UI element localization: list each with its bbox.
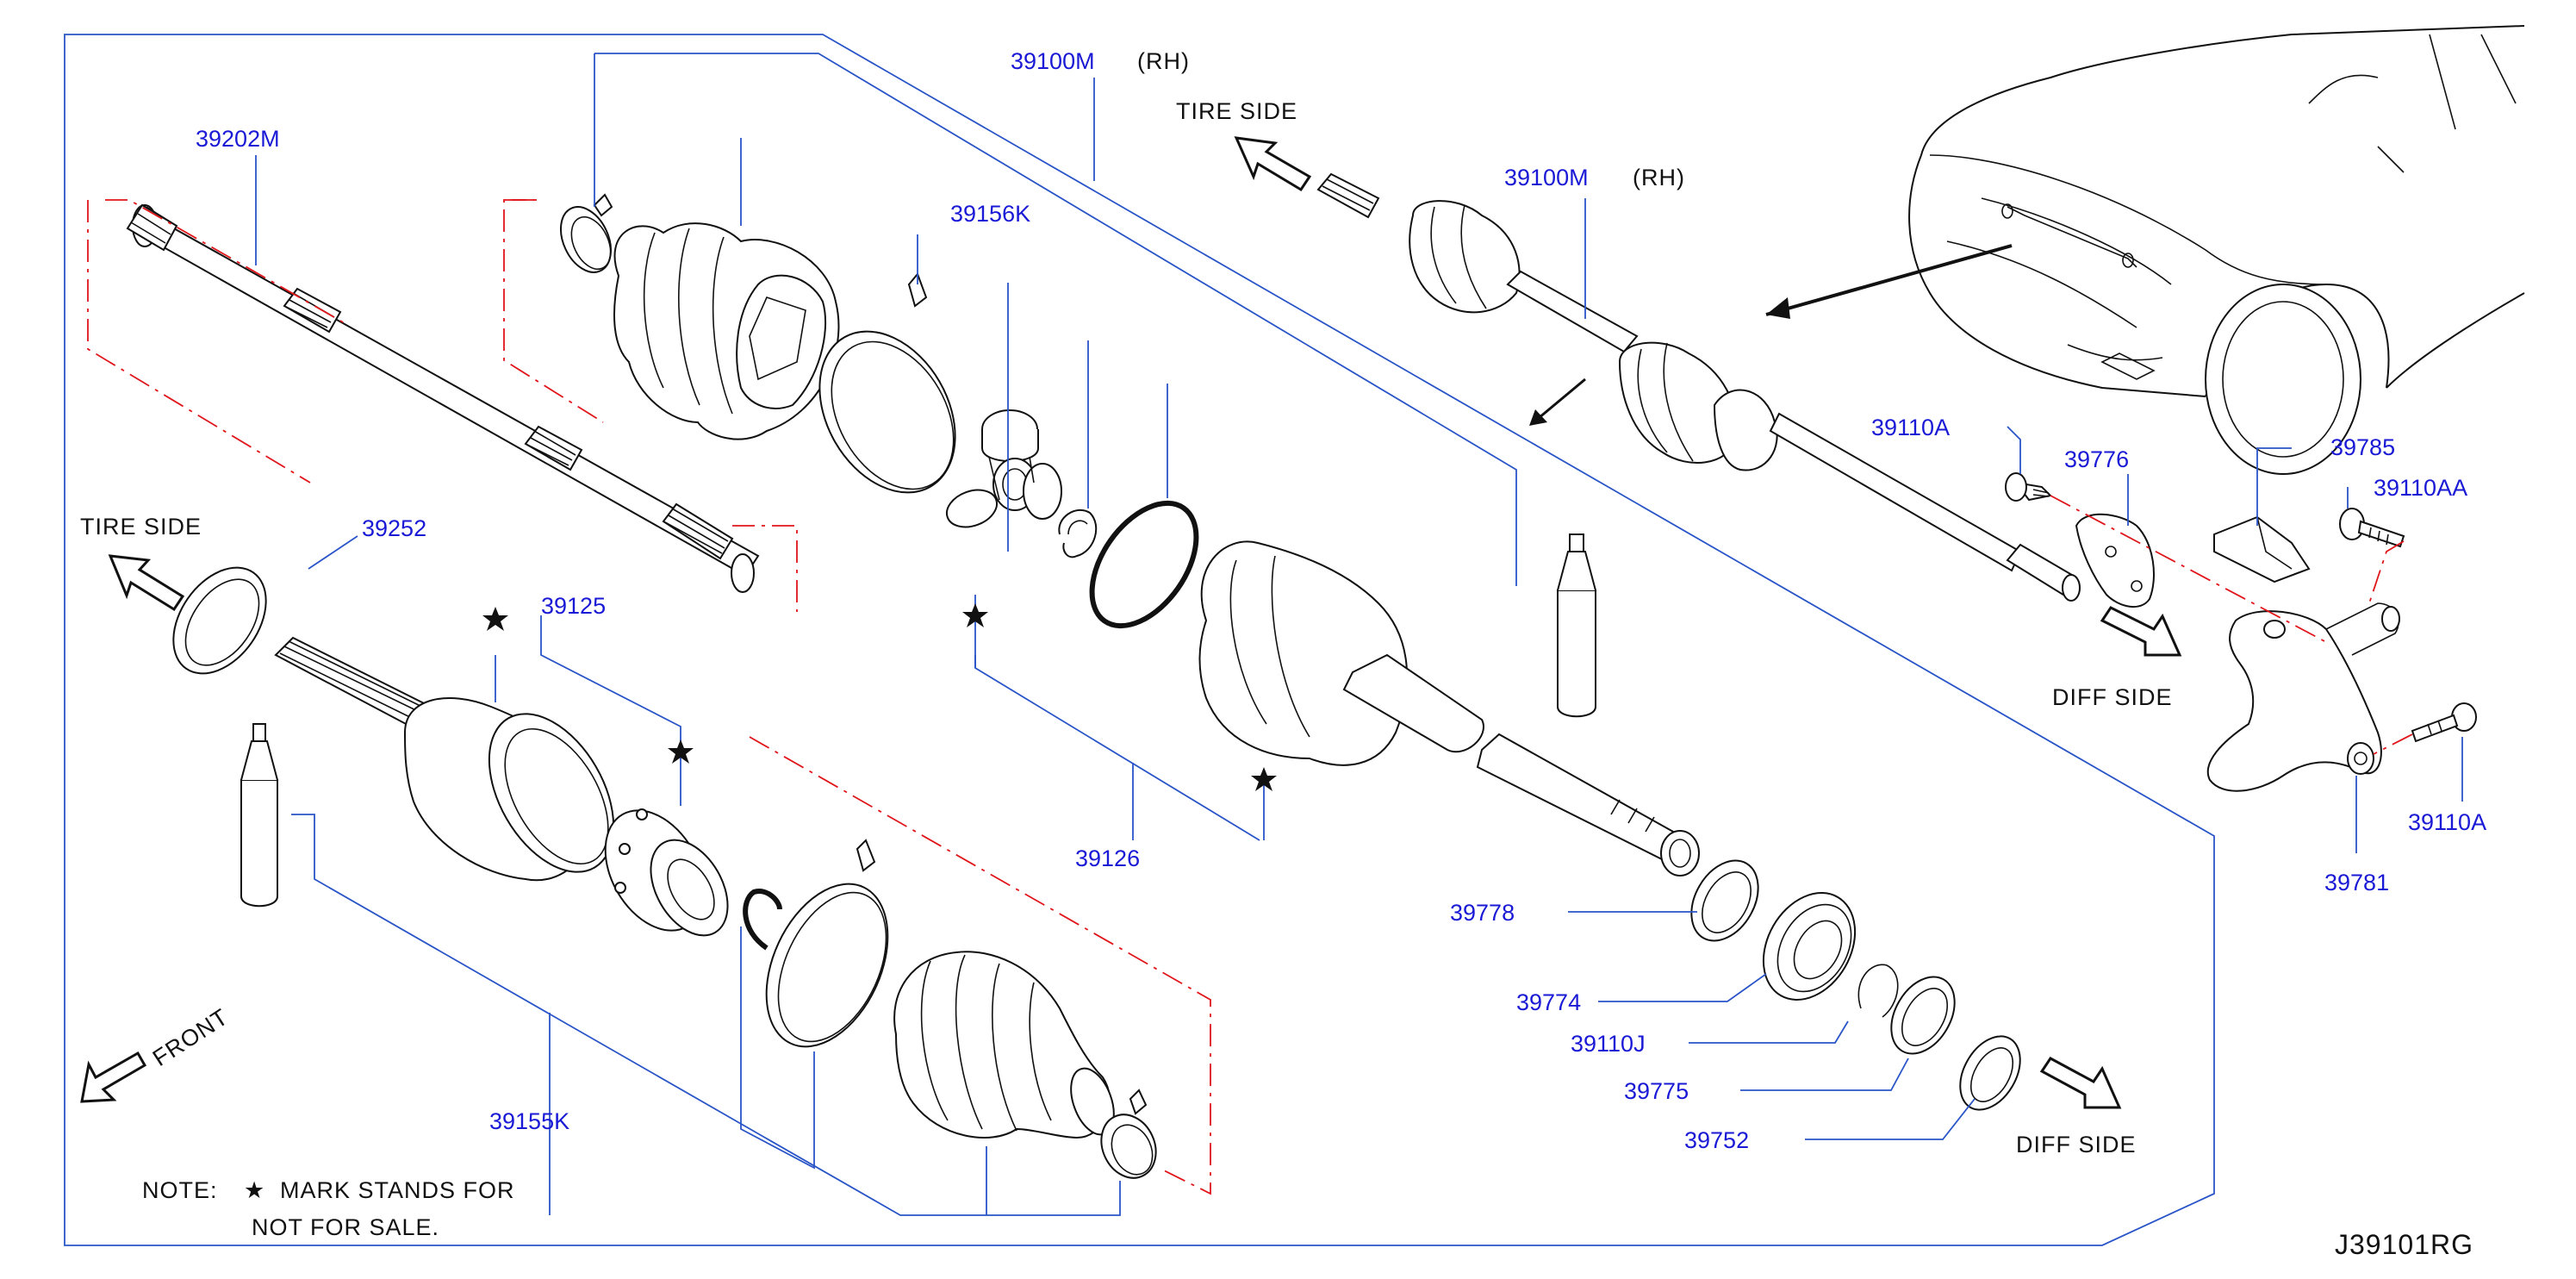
callout-39776[interactable]: 39776	[2064, 446, 2129, 472]
snap-ring-inner	[1058, 508, 1098, 558]
rh-marker-2: (RH)	[1633, 165, 1685, 190]
callout-39100M-top[interactable]: 39100M	[1011, 48, 1095, 74]
callout-39781[interactable]: 39781	[2324, 870, 2389, 895]
bracket-39776	[2075, 513, 2155, 608]
callout-39778[interactable]: 39778	[1450, 900, 1515, 926]
arrow-tire-side-top	[1234, 136, 1312, 192]
o-ring-large	[1089, 500, 1199, 629]
inner-race-39125	[604, 808, 729, 937]
tire-side-label-left: TIRE SIDE	[80, 514, 202, 540]
note-prefix: NOTE:	[142, 1177, 218, 1203]
inner-joint-housing	[1198, 540, 1700, 877]
inner-boot	[613, 222, 840, 440]
assembled-driveshaft-rh	[1316, 172, 2081, 602]
callout-39155K[interactable]: 39155K	[489, 1108, 569, 1134]
inner-boot-band-small	[559, 193, 613, 273]
outer-boot-band-small	[1100, 1089, 1157, 1179]
diff-side-label-bottom: DIFF SIDE	[2016, 1132, 2137, 1157]
snap-ring-39110J	[1857, 964, 1899, 1018]
phantom-line-bracket-3	[2373, 733, 2413, 755]
diagram-code: J39101RG	[2335, 1229, 2473, 1260]
callout-39775[interactable]: 39775	[1624, 1078, 1689, 1104]
callout-39110A-top[interactable]: 39110A	[1871, 415, 1950, 440]
arrow-diff-side-right	[2100, 606, 2182, 657]
knuckle-39781	[2206, 602, 2400, 792]
seal-39752	[1959, 1035, 2021, 1111]
note-line-1: MARK STANDS FOR	[280, 1177, 515, 1203]
star-mark-4	[1251, 767, 1277, 791]
seal-39775	[1890, 976, 1956, 1055]
note-star: ★	[244, 1177, 265, 1203]
callout-39774[interactable]: 39774	[1516, 989, 1581, 1015]
leader-lines	[255, 53, 2463, 1216]
outer-boot-band-large	[765, 839, 889, 1048]
outer-boot	[893, 951, 1115, 1139]
callout-39752[interactable]: 39752	[1684, 1127, 1749, 1153]
assembly-frame	[64, 34, 2215, 1246]
grease-tube-right	[1557, 533, 1596, 718]
callout-39156K[interactable]: 39156K	[950, 201, 1030, 227]
phantom-line-bracket-1	[2050, 495, 2327, 643]
vehicle-silhouette	[1908, 25, 2525, 475]
callout-39125[interactable]: 39125	[541, 593, 606, 619]
star-mark-1	[482, 607, 508, 631]
arrow-front	[80, 1051, 147, 1103]
grease-tube-left	[240, 723, 278, 908]
phantom-line-outer-boot	[749, 736, 1211, 1195]
not-for-sale-stars	[482, 603, 1277, 791]
seal-39778	[1690, 859, 1759, 942]
callout-39110J[interactable]: 39110J	[1571, 1031, 1646, 1057]
tire-side-label-top: TIRE SIDE	[1176, 98, 1297, 124]
callout-39785[interactable]: 39785	[2330, 434, 2395, 460]
note-line-2: NOT FOR SALE.	[252, 1214, 439, 1240]
star-mark-2	[668, 739, 694, 764]
phantom-line-shaft-end	[732, 525, 798, 612]
rh-marker-1: (RH)	[1137, 48, 1190, 74]
location-arrow	[1765, 244, 2013, 319]
arrow-tire-side-left	[108, 554, 185, 612]
phantom-line-shaft-left	[87, 200, 311, 484]
tripod-joint	[945, 409, 1062, 528]
callout-39110A-bottom[interactable]: 39110A	[2408, 809, 2486, 835]
arrow-diff-side-bottom	[2039, 1057, 2122, 1109]
bearing-39774	[1762, 892, 1857, 1001]
front-label: FRONT	[148, 1004, 233, 1072]
inner-boot-band-large	[818, 272, 956, 494]
callout-39252[interactable]: 39252	[362, 515, 426, 541]
phantom-line-shaft-right	[105, 199, 345, 324]
bolt-39110AA	[2339, 508, 2405, 548]
shaft-direction-arrow	[1529, 377, 1586, 426]
bracket-39785	[2213, 515, 2311, 583]
callout-39100M-assembly[interactable]: 39100M	[1504, 165, 1589, 190]
callout-39202M[interactable]: 39202M	[196, 126, 280, 152]
outer-cv-joint	[274, 636, 615, 882]
circlip-outer	[743, 889, 782, 951]
outer-joint-dust-seal	[172, 566, 267, 675]
phantom-line-bracket-2	[2368, 540, 2405, 604]
star-mark-3	[962, 603, 988, 627]
callout-39126[interactable]: 39126	[1075, 845, 1140, 871]
bolt-39110A-bottom	[2411, 702, 2477, 743]
callout-39110AA[interactable]: 39110AA	[2374, 475, 2467, 501]
bolt-39110A-top	[2005, 472, 2053, 502]
diff-side-label-right: DIFF SIDE	[2052, 684, 2173, 710]
